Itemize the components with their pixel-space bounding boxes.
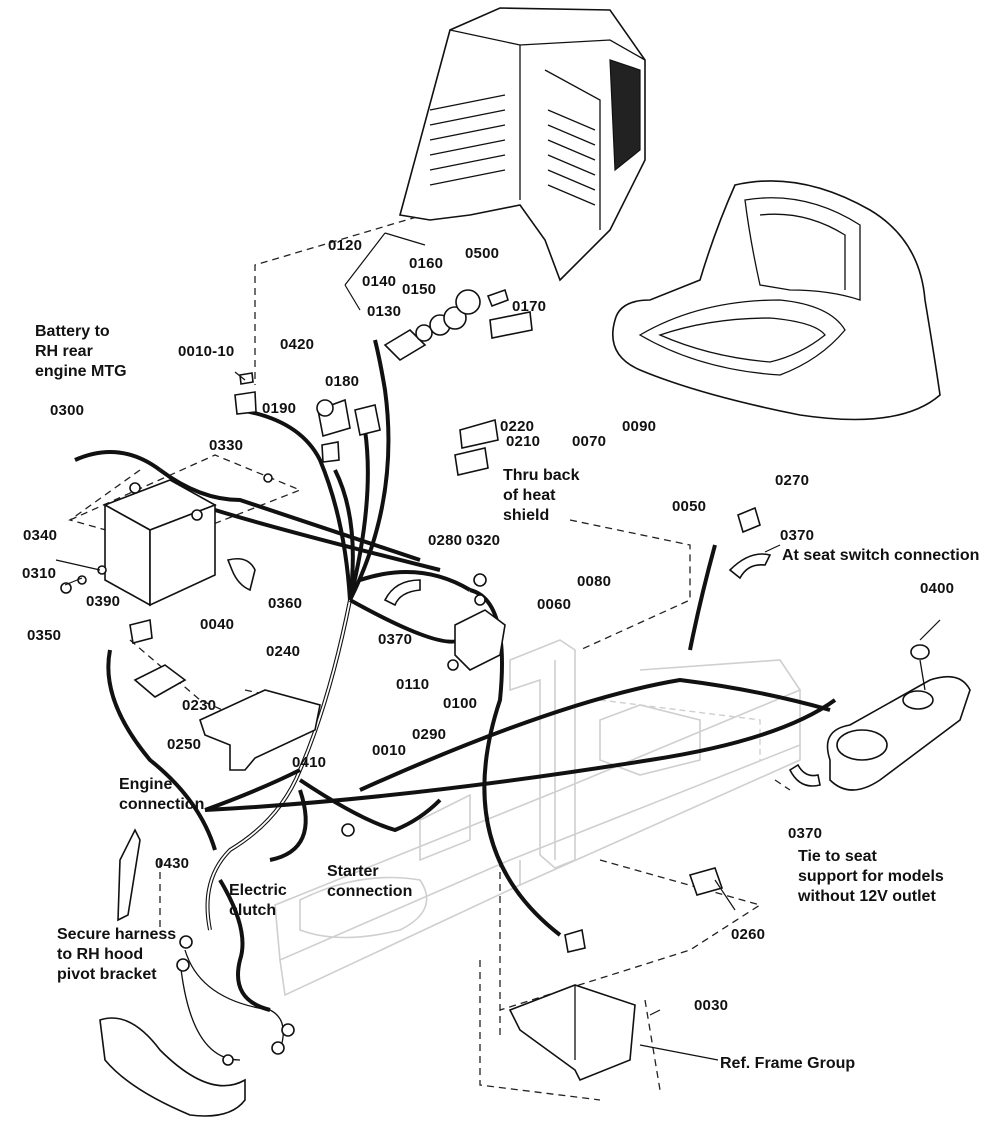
assembly-dash-lines [68,209,791,1101]
part-label-0260: 0260 [731,926,766,943]
part-label-0500: 0500 [465,245,500,262]
part-label-0070: 0070 [572,433,607,450]
part-label-0100: 0100 [443,695,478,712]
note-battery-mount: Battery to RH rear engine MTG [35,323,127,380]
part-label-0010-10: 0010-10 [178,343,235,360]
battery [103,479,217,607]
part-label-0280: 0280 [428,532,463,549]
note-starter-connection: Starter connection [327,863,413,900]
part-label-0360: 0360 [268,595,303,612]
part-label-0060: 0060 [537,596,572,613]
note-frame-group: Ref. Frame Group [720,1055,856,1072]
part-label-0390: 0390 [86,593,121,610]
note-seat-support: Tie to seat support for models without 1… [798,848,944,905]
part-label-0340: 0340 [23,527,58,544]
part-label-0370-clip: 0370 [378,631,413,648]
part-label-0160: 0160 [409,255,444,272]
part-label-0400: 0400 [920,580,955,597]
part-label-0370-seat-switch: 0370 [780,527,815,544]
part-label-0040: 0040 [200,616,235,633]
cable-clips [383,553,821,787]
main-harness [74,339,837,1012]
part-label-0270: 0270 [775,472,810,489]
brackets [129,506,761,1082]
note-seat-switch: At seat switch connection [782,547,980,564]
fender-ribs [429,94,596,206]
part-label-0050: 0050 [672,498,707,515]
frame-ghost [274,639,801,997]
cup-holder-console [826,644,971,791]
part-label-0410: 0410 [292,754,327,771]
part-label-0300: 0300 [50,402,85,419]
part-label-0140: 0140 [362,273,397,290]
part-label-0030: 0030 [694,997,729,1014]
part-label-0420: 0420 [280,336,315,353]
part-label-0330: 0330 [209,437,244,454]
part-label-0080: 0080 [577,573,612,590]
rear-fender-body [398,7,646,282]
part-label-0170: 0170 [512,298,547,315]
note-engine-connection: Engine connection [119,776,205,813]
part-label-0250: 0250 [167,736,202,753]
part-label-0090: 0090 [622,418,657,435]
note-heat-shield: Thru back of heat shield [503,467,580,524]
part-label-0310: 0310 [22,565,57,582]
part-label-0290: 0290 [412,726,447,743]
part-label-0350: 0350 [27,627,62,644]
part-label-0150: 0150 [402,281,437,298]
part-label-0010: 0010 [372,742,407,759]
seat [611,180,941,421]
part-label-0110: 0110 [396,676,430,693]
part-label-0180: 0180 [325,373,360,390]
part-label-0190: 0190 [262,400,297,417]
solenoid-hardware [60,473,506,837]
part-label-0220: 0220 [500,418,535,435]
headlight-assembly [99,828,295,1117]
note-hood-pivot: Secure harness to RH hood pivot bracket [57,926,177,983]
part-label-0130: 0130 [367,303,402,320]
note-electric-clutch: Electric clutch [229,882,287,919]
part-label-0430: 0430 [155,855,190,872]
part-label-0240: 0240 [266,643,301,660]
leader-lines [55,232,941,1061]
part-label-0320: 0320 [466,532,501,549]
ignition-switch-parts [234,288,533,476]
part-label-0370-seat-support: 0370 [788,825,823,842]
part-label-0210: 0210 [506,433,541,450]
part-label-0120: 0120 [328,237,363,254]
part-label-0230: 0230 [182,697,217,714]
